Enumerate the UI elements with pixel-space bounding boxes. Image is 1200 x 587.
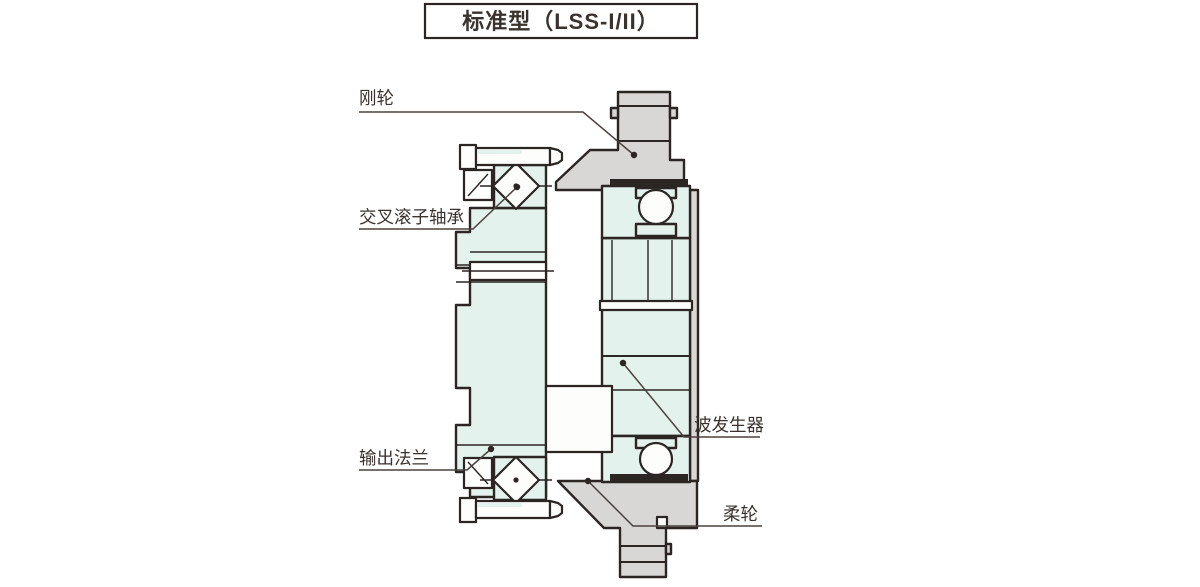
label-output-flange: 输出法兰	[359, 448, 429, 468]
wave-generator-part	[598, 236, 694, 438]
rigid-spline-part	[554, 90, 686, 192]
bearing-ball-bottom	[638, 441, 674, 477]
ball-bearing-top	[600, 184, 692, 240]
tooth-mesh-bottom	[610, 474, 688, 481]
label-crossed-roller-bearing: 交叉滚子轴承	[359, 207, 464, 227]
leader-rigid-wheel	[359, 111, 638, 159]
leader-wave-generator	[619, 359, 760, 438]
leader-flexspline	[584, 477, 762, 527]
label-wave-generator: 波发生器	[694, 415, 764, 435]
mounting-bolt-bottom	[458, 496, 564, 524]
page-title: 标准型（LSS-I/II）	[462, 9, 660, 34]
leader-output-flange	[359, 445, 495, 471]
column-nub-left	[609, 106, 620, 120]
shaft-bore	[544, 384, 614, 454]
label-flexspline: 柔轮	[723, 504, 758, 524]
flexspline-notch	[655, 515, 669, 530]
bearing-ball-top	[637, 188, 675, 226]
title-box: 标准型（LSS-I/II）	[423, 2, 699, 40]
column-nub-right	[668, 106, 679, 120]
leader-crossed-roller-bearing	[359, 183, 521, 230]
tooth-mesh-top	[610, 179, 688, 186]
flexspline-part	[556, 188, 700, 579]
boss-nub	[664, 542, 673, 556]
label-rigid-wheel: 刚轮	[359, 88, 394, 108]
mounting-bolt-top	[458, 143, 564, 171]
output-flange-part	[454, 206, 554, 499]
